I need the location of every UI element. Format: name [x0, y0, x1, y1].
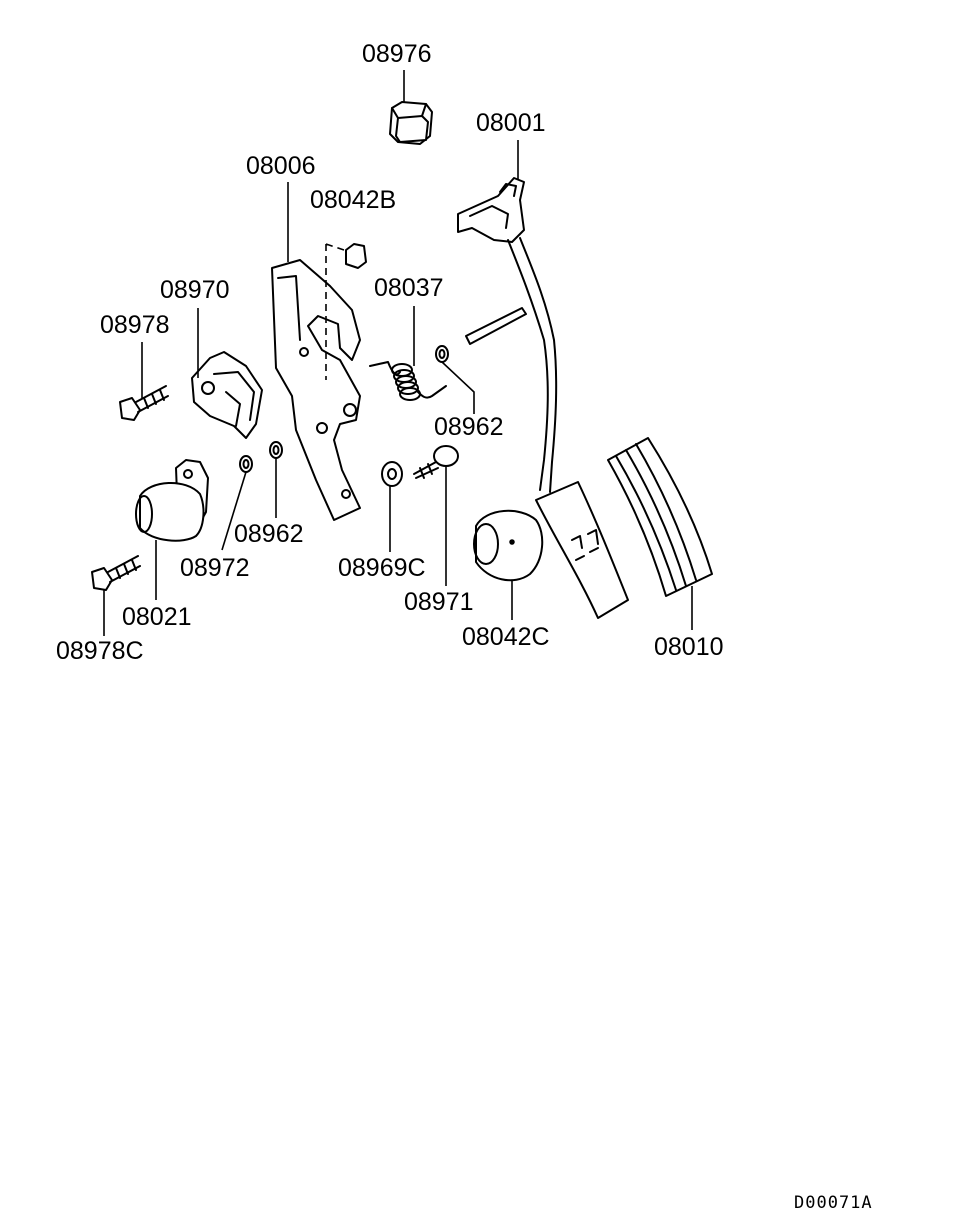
- label-08972: 08972: [180, 554, 250, 582]
- pivot-pin: [465, 307, 527, 345]
- label-08976: 08976: [362, 40, 432, 68]
- label-08962-upper: 08962: [434, 413, 504, 441]
- label-08969C: 08969C: [338, 554, 426, 582]
- label-08962-lower: 08962: [234, 520, 304, 548]
- label-08037: 08037: [374, 274, 444, 302]
- part-08037-spring: [369, 361, 447, 401]
- part-08962-washer-upper: [435, 345, 449, 363]
- part-08970-sensor: [191, 351, 263, 439]
- drawing-code: D00071A: [794, 1193, 873, 1210]
- part-08042B-stopper: [345, 243, 367, 269]
- part-08969C-nut: [381, 461, 403, 487]
- label-08010: 08010: [654, 633, 724, 661]
- part-08001-pedal-arm: [457, 177, 558, 493]
- part-08042C-bumper: [473, 509, 544, 582]
- part-08971-screw: [413, 445, 459, 479]
- label-08042B: 08042B: [310, 186, 396, 214]
- label-08006: 08006: [246, 152, 316, 180]
- part-08006-bracket: [271, 259, 361, 521]
- part-08978-bolt: [119, 385, 169, 421]
- label-08978C: 08978C: [56, 637, 144, 665]
- part-08021-cover: [135, 459, 209, 542]
- part-08976-plug: [389, 101, 433, 145]
- part-08962-washer-lower: [269, 441, 283, 459]
- label-08978: 08978: [100, 311, 170, 339]
- label-08042C: 08042C: [462, 623, 550, 651]
- part-08972-washer: [239, 455, 253, 473]
- part-08978C-bolt: [91, 555, 141, 591]
- part-08010-pad-cover: [607, 437, 713, 597]
- pedal-pad: [535, 481, 629, 619]
- leader-lines: [103, 70, 693, 636]
- label-08971: 08971: [404, 588, 474, 616]
- label-08021: 08021: [122, 603, 192, 631]
- label-08001: 08001: [476, 109, 546, 137]
- label-08970: 08970: [160, 276, 230, 304]
